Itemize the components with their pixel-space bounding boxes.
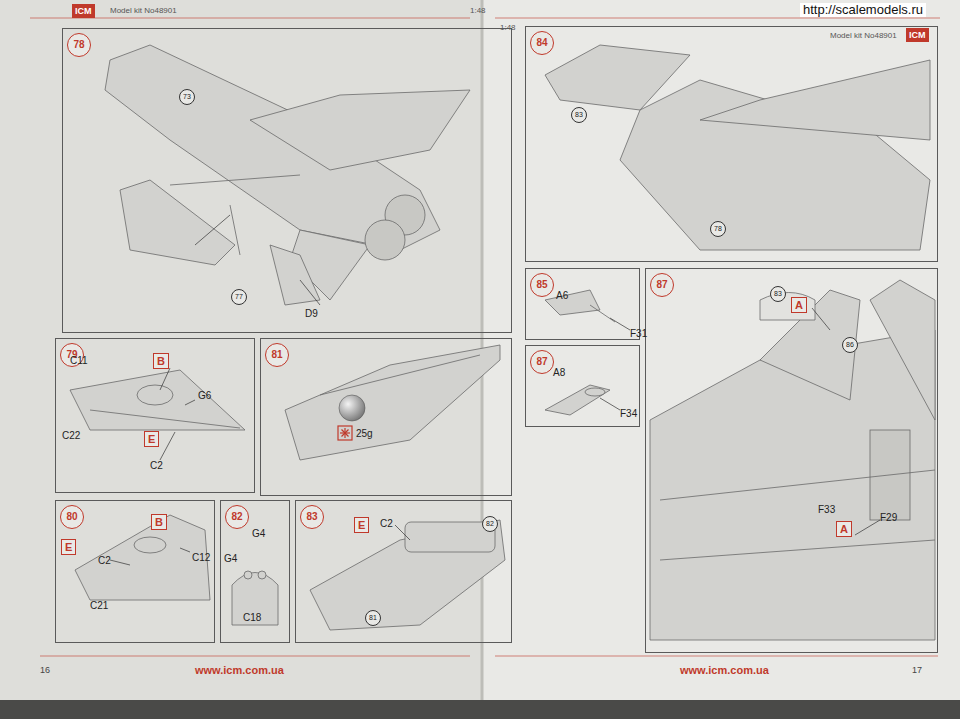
part-label: ICM (72, 4, 95, 18)
callout-number: 83 (770, 286, 786, 302)
part-label: www.icm.com.ua (195, 664, 284, 676)
paint-code: A (795, 299, 803, 311)
right-page (482, 0, 960, 700)
paint-code-box: E (144, 431, 159, 447)
part-label: 17 (912, 664, 922, 676)
step-panel: 83E (295, 500, 512, 643)
paint-code: B (157, 355, 165, 367)
paint-code: E (358, 519, 365, 531)
part-label: F34 (620, 408, 637, 420)
part-label: 16 (40, 664, 50, 676)
step-panel: 78 (62, 28, 512, 333)
part-label: G4 (224, 553, 237, 565)
ballast-ball (339, 395, 365, 421)
part-label: F31 (630, 328, 647, 340)
callout-number: 86 (842, 337, 858, 353)
part-label: C11 (70, 355, 88, 367)
step-number: 78 (67, 33, 91, 57)
step-panel: 87A A (645, 268, 938, 653)
part-label: www.icm.com.ua (680, 664, 769, 676)
step-number: 81 (265, 343, 289, 367)
part-label: 1:48 (470, 5, 486, 17)
part-label: 1:48 (500, 22, 516, 34)
step-number: 87 (530, 350, 554, 374)
paint-code: E (65, 541, 72, 553)
callout-number: 78 (710, 221, 726, 237)
step-number: 85 (530, 273, 554, 297)
step-panel: 85 (525, 268, 640, 340)
callout-number: 81 (365, 610, 381, 626)
part-label: Model kit No48901 (830, 30, 897, 42)
step-number: 87 (650, 273, 674, 297)
weight-mark (338, 426, 352, 440)
paint-code-box: E (61, 539, 76, 555)
part-label: A8 (553, 367, 565, 379)
part-label: G4 (252, 528, 265, 540)
step-panel: 84 (525, 26, 938, 262)
step-number: 82 (225, 505, 249, 529)
step-number: 83 (300, 505, 324, 529)
part-label: http://scalemodels.ru (800, 3, 926, 17)
part-label: 25g (356, 428, 373, 440)
paint-code-box: E (354, 517, 369, 533)
part-label: F29 (880, 512, 897, 524)
paint-code-box: B (151, 514, 167, 530)
step-panel: 80 B E (55, 500, 215, 643)
part-label: ICM (906, 28, 929, 42)
paint-code: A (840, 523, 848, 535)
part-label: C2 (380, 518, 393, 530)
paint-code-box: A (791, 297, 807, 313)
callout-number: 73 (179, 89, 195, 105)
step-number: 84 (530, 31, 554, 55)
part-label: C2 (150, 460, 163, 472)
part-label: Model kit No48901 (110, 5, 177, 17)
part-label: C21 (90, 600, 108, 612)
part-label: C18 (243, 612, 261, 624)
part-label: D9 (305, 308, 318, 320)
step-panel: 81 (260, 338, 512, 496)
part-label: F33 (818, 504, 835, 516)
part-label: C22 (62, 430, 80, 442)
part-label: A6 (556, 290, 568, 302)
part-label: G6 (198, 390, 211, 402)
paint-code: B (155, 516, 163, 528)
paint-code-box: A (836, 521, 852, 537)
part-label: C2 (98, 555, 111, 567)
paint-code-box: B (153, 353, 169, 369)
part-label: C12 (192, 552, 210, 564)
paint-code: E (148, 433, 155, 445)
callout-number: 77 (231, 289, 247, 305)
step-number: 80 (60, 505, 84, 529)
callout-number: 83 (571, 107, 587, 123)
callout-number: 82 (482, 516, 498, 532)
